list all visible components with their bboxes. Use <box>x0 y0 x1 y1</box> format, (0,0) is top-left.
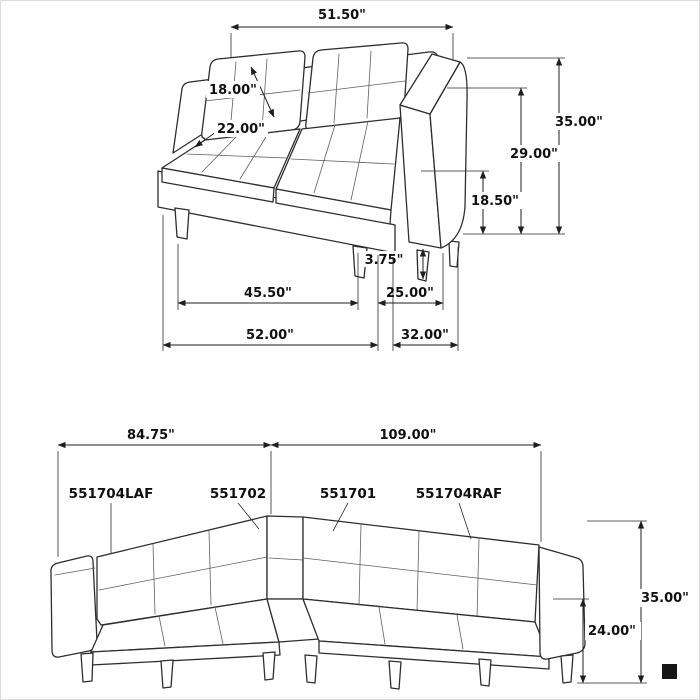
loveseat-seat-cushion-right-front <box>275 188 392 225</box>
dim-label-arm-width: 25.00" <box>386 286 434 301</box>
tuft-seam <box>313 124 336 194</box>
loveseat-leg-back-right <box>448 240 460 268</box>
tuft-seam <box>358 523 362 607</box>
dim-label-leg-height: 3.75" <box>365 253 404 268</box>
dim-label-overall-depth: 32.00" <box>401 328 449 343</box>
label-mask <box>469 192 523 209</box>
dim-label-seat-height: 18.50" <box>471 194 519 209</box>
loveseat-seat-cushion-left-front <box>161 167 275 203</box>
loveseat-leg-front-left <box>174 207 190 240</box>
tuft-seam <box>456 614 464 650</box>
dim-label-seat-width: 45.50" <box>244 286 292 301</box>
tuft-seam <box>307 80 406 94</box>
loveseat-dimensions: 51.50" 18.00" 22.00" 35.00" 29.00" 18.50… <box>162 8 607 351</box>
label-mask <box>638 589 694 607</box>
corner-marker <box>662 664 677 679</box>
loveseat-line-art <box>157 42 468 282</box>
label-mask <box>214 120 268 137</box>
tuft-seam <box>268 557 304 561</box>
sectional-leg <box>262 651 276 681</box>
part-leader-line <box>237 502 260 530</box>
dim-label-back-cushion: 18.00" <box>209 83 257 98</box>
tuft-seam <box>333 53 340 124</box>
loveseat-arm-top <box>399 53 461 115</box>
sectional-right-seat-front <box>318 640 550 670</box>
tuft-seam <box>201 135 238 173</box>
tuft-seam <box>214 606 224 645</box>
sectional-leg <box>80 652 94 683</box>
tuft-seam <box>158 615 166 647</box>
sectional-leg <box>560 654 574 684</box>
tuft-seam <box>290 158 395 165</box>
sectional-leg <box>160 659 174 689</box>
part-label-laf: 551704LAF <box>69 486 154 502</box>
tuft-seam <box>302 557 538 586</box>
label-mask <box>206 81 260 98</box>
tuft-seam <box>186 153 288 159</box>
part-leader-line <box>458 502 472 540</box>
sectional-left-arm <box>50 555 98 658</box>
dim-label-sectional-height: 35.00" <box>641 591 689 606</box>
sectional-corner-back <box>266 515 304 600</box>
sectional-right-arm <box>538 546 586 660</box>
label-mask <box>361 251 407 267</box>
tuft-seam <box>366 50 372 119</box>
sectional-dimensions: 84.75" 109.00" 551704LAF 551702 551701 5… <box>57 428 694 684</box>
tuft-seam <box>239 131 270 180</box>
dim-line-back-cushion <box>250 66 275 118</box>
dim-label-left-width: 84.75" <box>127 428 175 443</box>
part-leader-line <box>332 502 349 532</box>
tuft-seam <box>98 556 268 591</box>
part-label-corner: 551702 <box>210 486 266 502</box>
part-label-raf: 551704RAF <box>416 486 502 502</box>
dim-label-overall-height: 35.00" <box>555 115 603 130</box>
label-mask <box>508 145 562 162</box>
dim-label-seat-back-height: 24.00" <box>588 624 636 639</box>
sectional-line-art <box>50 515 586 690</box>
dim-label-top-width: 51.50" <box>318 8 366 23</box>
tuft-seam <box>378 606 386 645</box>
part-label-armless: 551701 <box>320 486 376 502</box>
sectional-leg <box>388 660 402 690</box>
dim-label-seat-depth: 22.00" <box>217 122 265 137</box>
leader-seat-depth <box>194 131 217 148</box>
dim-label-back-height: 29.00" <box>510 147 558 162</box>
sectional-leg <box>478 658 492 687</box>
dim-label-overall-width: 52.00" <box>246 328 294 343</box>
sectional-leg <box>304 654 318 684</box>
arm-seam <box>54 567 96 576</box>
label-mask <box>553 113 607 130</box>
dim-label-right-width: 109.00" <box>380 428 437 443</box>
loveseat-arm-outer <box>429 61 468 249</box>
label-mask <box>585 622 641 640</box>
tuft-seam <box>350 120 369 201</box>
